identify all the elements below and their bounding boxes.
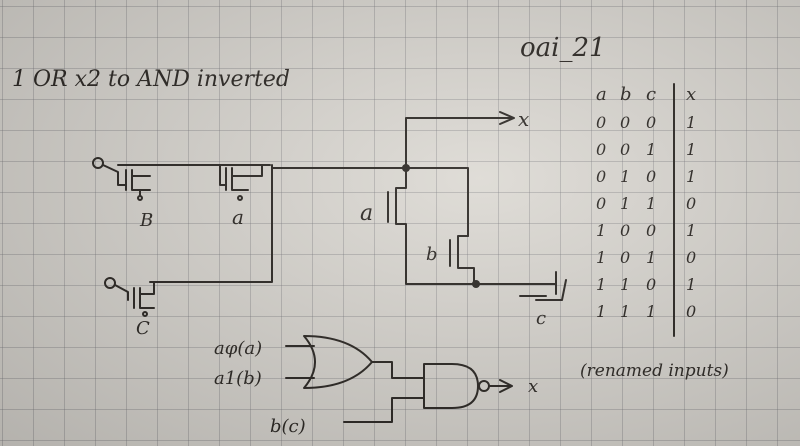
label-c-right: c <box>536 308 546 329</box>
renamed-inputs-note: (renamed inputs) <box>580 361 729 381</box>
output-arrow <box>499 111 515 125</box>
truth-table-cell: 1 <box>646 302 656 321</box>
truth-table-cell: 1 <box>620 167 630 186</box>
or-gate <box>303 335 373 389</box>
transistor-c-symbol <box>133 281 155 309</box>
label-a-left: a <box>232 205 244 229</box>
truth-table-cell: 0 <box>646 113 656 132</box>
truth-table-cell: 1 <box>686 167 696 186</box>
transistor-a-symbol <box>219 164 249 191</box>
page-subtitle: 1 OR x2 to AND inverted <box>12 67 290 92</box>
truth-table-cell: 1 <box>686 140 696 159</box>
truth-table-cell: 0 <box>620 113 630 132</box>
left-network: B a C <box>92 157 273 339</box>
inversion-bubble <box>478 380 490 392</box>
truth-table-cell: 0 <box>596 140 606 159</box>
label-b-right: b <box>426 244 438 265</box>
gate-input-c: b(c) <box>270 416 306 437</box>
truth-table-cell: 1 <box>596 248 606 267</box>
truth-table-header-c: c <box>646 84 656 105</box>
truth-table-cell: 1 <box>596 275 606 294</box>
truth-table-cell: 0 <box>596 167 606 186</box>
truth-table-cell: 0 <box>620 140 630 159</box>
truth-table-cell: 0 <box>620 248 630 267</box>
gate-input-a: aφ(a) <box>214 338 262 359</box>
truth-table-cell: 0 <box>646 167 656 186</box>
truth-table-cell: 0 <box>646 221 656 240</box>
transistor-pmos-b <box>449 235 475 283</box>
label-a-right: a <box>360 201 373 226</box>
truth-table-cell: 0 <box>686 248 696 267</box>
truth-table-cell: 1 <box>596 302 606 321</box>
truth-table-cell: 1 <box>686 221 696 240</box>
label-c-left: C <box>136 318 150 339</box>
transistor-pmos-a <box>387 167 479 285</box>
gate-diagram: aφ(a) a1(b) b(c) x (renamed inputs) <box>214 335 729 437</box>
right-network: x a b c <box>360 107 567 329</box>
truth-table-header-x: x <box>686 84 696 105</box>
truth-table-cell: 0 <box>596 113 606 132</box>
truth-table-cell: 1 <box>596 221 606 240</box>
gate-input-b: a1(b) <box>214 368 262 389</box>
gate-output-label: x <box>528 376 538 397</box>
truth-table-cell: 1 <box>620 302 630 321</box>
truth-table-cell: 1 <box>686 275 696 294</box>
truth-table-cell: 1 <box>620 275 630 294</box>
truth-table-cell: 1 <box>646 194 656 213</box>
transistor-b-symbol <box>125 169 151 191</box>
truth-table-header-a: a <box>596 84 607 105</box>
page-title: oai_21 <box>520 33 606 63</box>
truth-table-cell: 0 <box>596 194 606 213</box>
truth-table-cell: 1 <box>620 194 630 213</box>
truth-table-cell: 1 <box>646 140 656 159</box>
input-node-bottom <box>104 277 116 289</box>
truth-table-header-b: b <box>620 84 632 105</box>
truth-table-cell: 0 <box>686 194 696 213</box>
truth-table-cell: 0 <box>620 221 630 240</box>
truth-table-cell: 1 <box>646 248 656 267</box>
gate-output-arrow <box>499 379 513 393</box>
truth-table-cell: 0 <box>646 275 656 294</box>
truth-table-cell: 0 <box>686 302 696 321</box>
transistor-nmos-c <box>475 271 567 301</box>
label-b-left: B <box>139 210 153 231</box>
input-node-top <box>92 157 104 169</box>
truth-table-cell: 1 <box>686 113 696 132</box>
output-label-x: x <box>518 107 529 131</box>
nand-gate <box>423 363 479 409</box>
